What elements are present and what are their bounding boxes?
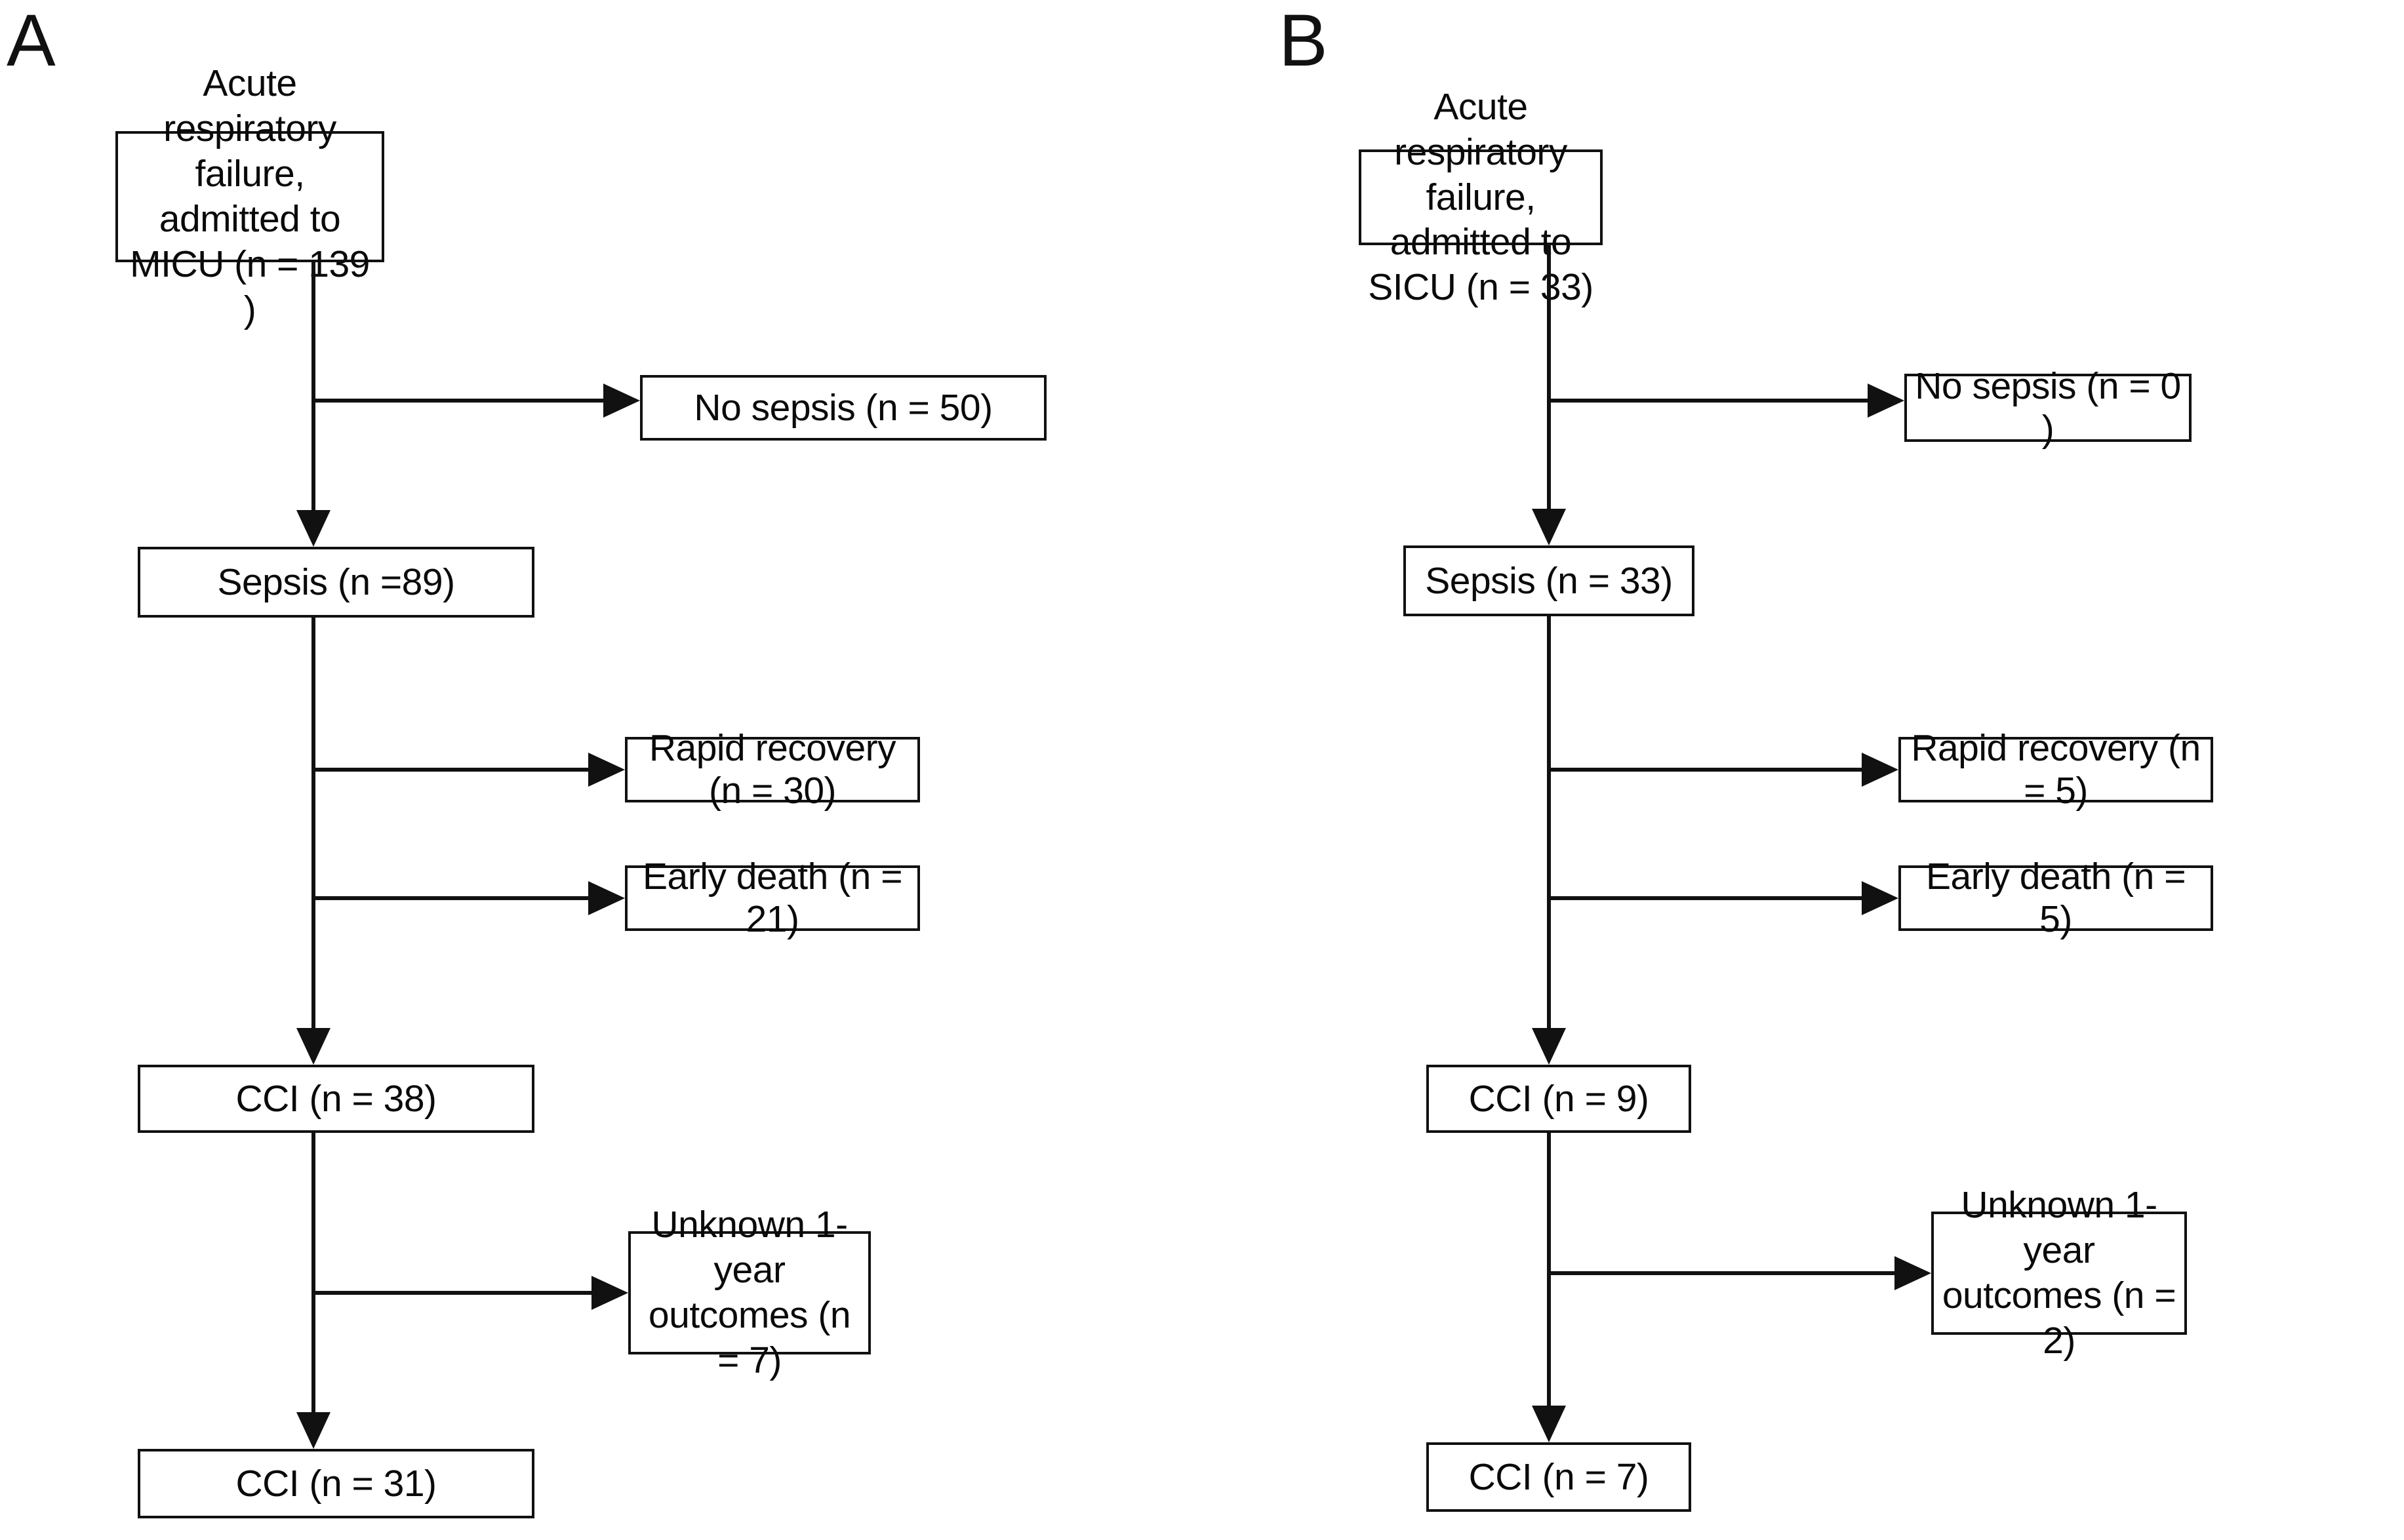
node-b-cci-1-label: CCI (n = 9)	[1468, 1077, 1649, 1120]
node-b-cci-2-label: CCI (n = 7)	[1468, 1455, 1649, 1498]
node-b-rapid-recovery: Rapid recovery (n = 5)	[1898, 727, 2213, 812]
node-a-sepsis: Sepsis (n =89)	[138, 547, 534, 618]
node-a-unknown-outcomes: Unknown 1-year outcomes (n = 7)	[628, 1204, 871, 1381]
node-a-cohort-label: Acute respiratory failure, admitted to M…	[130, 62, 370, 330]
node-a-cci-1-label: CCI (n = 38)	[235, 1077, 437, 1120]
node-b-sepsis-label: Sepsis (n = 33)	[1425, 559, 1673, 602]
arrowhead-a-cci1	[296, 1028, 331, 1065]
arrowhead-b-cci2	[1532, 1406, 1566, 1442]
arrowhead-b-no-sepsis	[1868, 384, 1904, 418]
arrowhead-a-no-sepsis	[603, 384, 640, 418]
node-b-early-death: Early death (n = 5)	[1898, 856, 2213, 940]
node-a-rapid-recovery-label: Rapid recovery (n = 30)	[649, 727, 896, 812]
node-b-early-death-label: Early death (n = 5)	[1926, 856, 2186, 940]
node-b-cohort-label: Acute respiratory failure, admitted to S…	[1368, 85, 1593, 309]
panel-letter-b: B	[1279, 0, 1328, 81]
arrowhead-b-early-death	[1862, 881, 1898, 915]
panel-letter-a: A	[7, 0, 56, 81]
node-b-no-sepsis-label: No sepsis (n = 0 )	[1915, 365, 2181, 450]
node-b-cci-1: CCI (n = 9)	[1426, 1065, 1691, 1133]
node-b-sepsis: Sepsis (n = 33)	[1403, 545, 1694, 616]
node-a-cci-2-label: CCI (n = 31)	[235, 1462, 437, 1505]
arrowhead-a-cci2	[296, 1412, 331, 1449]
arrowhead-b-cci1	[1532, 1028, 1566, 1065]
node-a-early-death: Early death (n = 21)	[625, 856, 920, 940]
node-b-no-sepsis: No sepsis (n = 0 )	[1904, 365, 2192, 450]
arrowhead-b-rapid-recovery	[1862, 753, 1898, 787]
node-b-rapid-recovery-label: Rapid recovery (n = 5)	[1911, 727, 2201, 812]
node-a-no-sepsis-label: No sepsis (n = 50)	[694, 386, 993, 429]
arrowhead-a-unknown-outcomes	[591, 1276, 628, 1310]
arrowhead-a-early-death	[588, 881, 625, 915]
node-b-unknown-outcomes: Unknown 1-year outcomes (n = 2)	[1931, 1184, 2187, 1362]
node-a-unknown-outcomes-label: Unknown 1-year outcomes (n = 7)	[648, 1204, 851, 1381]
arrowhead-a-sepsis	[296, 510, 331, 547]
node-a-sepsis-label: Sepsis (n =89)	[217, 561, 455, 603]
node-b-unknown-outcomes-label: Unknown 1-year outcomes (n = 2)	[1942, 1184, 2176, 1362]
node-b-cci-2: CCI (n = 7)	[1426, 1442, 1691, 1512]
node-a-early-death-label: Early death (n = 21)	[643, 856, 902, 940]
node-a-no-sepsis: No sepsis (n = 50)	[640, 375, 1047, 441]
node-a-rapid-recovery: Rapid recovery (n = 30)	[625, 727, 920, 812]
node-a-cohort: Acute respiratory failure, admitted to M…	[115, 62, 384, 330]
node-b-cohort: Acute respiratory failure, admitted to S…	[1359, 86, 1603, 308]
node-a-cci-1: CCI (n = 38)	[138, 1065, 534, 1133]
arrowhead-b-sepsis	[1532, 509, 1566, 545]
arrowhead-b-unknown-outcomes	[1894, 1256, 1931, 1290]
arrowhead-a-rapid-recovery	[588, 753, 625, 787]
node-a-cci-2: CCI (n = 31)	[138, 1449, 534, 1518]
